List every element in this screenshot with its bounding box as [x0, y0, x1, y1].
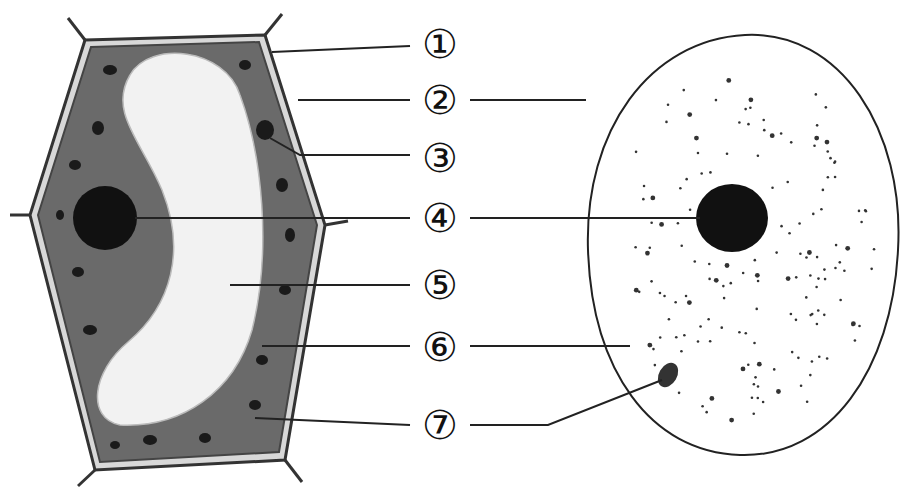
nucleus	[73, 186, 137, 250]
cell-wall	[30, 35, 325, 470]
cytoplasm-granules	[634, 78, 875, 422]
callout-number: ②	[422, 80, 458, 120]
nucleus	[696, 184, 768, 252]
callout-number: ⑥	[422, 327, 458, 367]
leader-lines	[135, 46, 700, 425]
cell-wall-extensions	[10, 14, 348, 486]
callout-number: ①	[422, 24, 458, 64]
callout-number: ④	[422, 198, 458, 238]
chloroplasts	[56, 60, 295, 449]
callout-number: ③	[422, 138, 458, 178]
mitochondrion	[654, 359, 683, 391]
cell-membrane	[588, 35, 899, 455]
cytoplasm	[38, 42, 317, 462]
callout-number: ⑤	[422, 265, 458, 305]
callout-number: ⑦	[422, 405, 458, 445]
